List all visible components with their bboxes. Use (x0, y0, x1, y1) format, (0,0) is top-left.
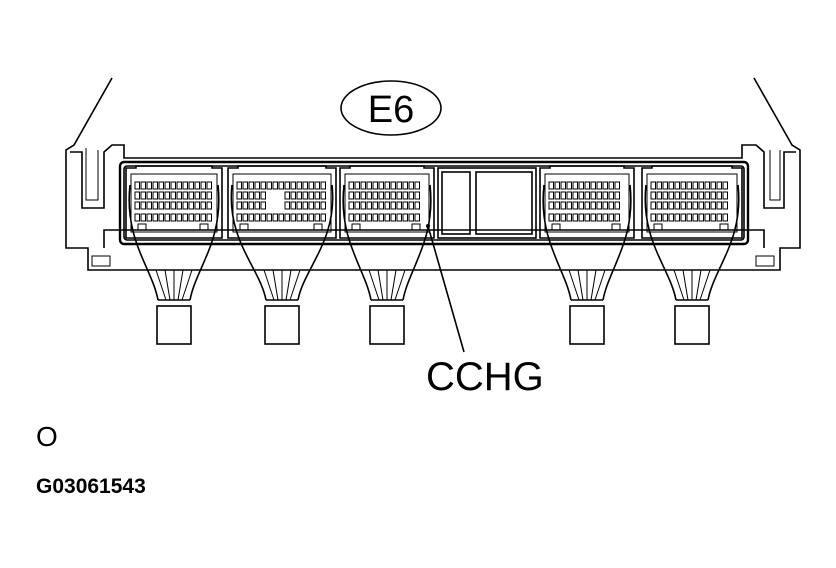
center-blank-section (437, 167, 537, 239)
connector-block (125, 165, 223, 239)
connector-block (339, 165, 435, 239)
view-mark: O (36, 421, 58, 452)
connector-id-callout: E6 (340, 80, 442, 136)
pin-label: CCHG (426, 355, 544, 399)
wire-harnesses (128, 184, 740, 345)
connector-block (641, 165, 743, 239)
connector-id-label: E6 (368, 89, 414, 131)
connector-face (118, 160, 750, 246)
connector-block (539, 165, 635, 239)
pin-leader-line (427, 225, 465, 353)
wire-harness (342, 184, 432, 345)
pin-callout: CCHG (426, 224, 544, 399)
connector-block (227, 165, 337, 239)
wire-harness (644, 184, 740, 345)
wire-harness (542, 184, 632, 345)
wire-harness (230, 184, 334, 345)
figure-id: G03061543 (36, 475, 146, 498)
connector-blocks (125, 165, 743, 239)
pin-marker (426, 224, 430, 228)
wire-harness (128, 184, 220, 345)
